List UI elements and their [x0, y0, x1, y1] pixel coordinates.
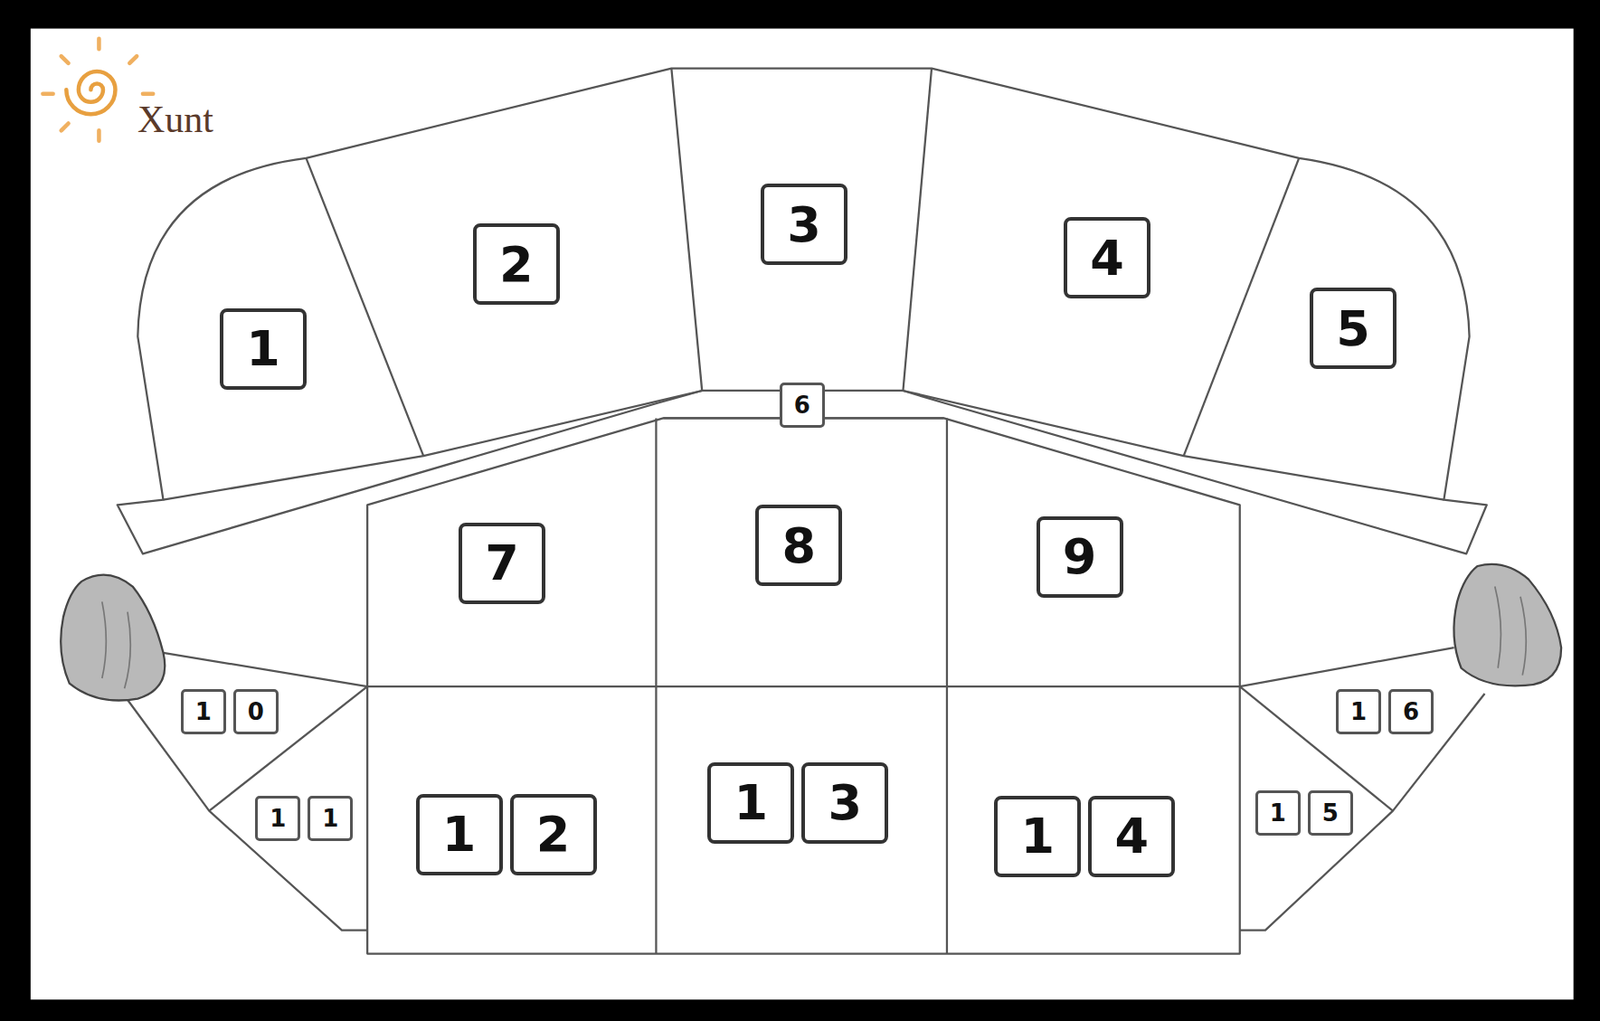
section-label: 3	[760, 183, 848, 266]
section-number: 2	[473, 223, 560, 305]
section-number: 1	[994, 795, 1081, 878]
section-number: 1	[1335, 689, 1382, 735]
section-number: 8	[755, 504, 843, 587]
section-number: 6	[779, 382, 825, 428]
section-label: 1	[219, 308, 307, 390]
section-number: 4	[1088, 795, 1175, 878]
section-label: 6	[779, 382, 825, 428]
section-number: 1	[219, 308, 307, 390]
section-label: 2	[473, 223, 560, 305]
section-label: 14	[994, 795, 1175, 878]
section-label: 9	[1036, 516, 1124, 598]
section-number: 6	[1388, 689, 1434, 735]
section-number: 2	[510, 794, 597, 876]
section-label: 16	[1335, 689, 1434, 735]
section-number: 5	[1309, 287, 1397, 370]
section-label: 7	[458, 522, 546, 605]
section-label: 10	[180, 689, 279, 735]
section-number: 1	[416, 794, 503, 876]
section-label: 4	[1063, 217, 1151, 299]
section-number: 9	[1036, 516, 1124, 598]
section-label: 5	[1309, 287, 1397, 370]
section-label: 8	[755, 504, 843, 587]
section-number: 1	[307, 795, 353, 842]
section-number: 1	[1255, 790, 1301, 836]
section-number: 1	[180, 689, 227, 735]
section-number: 7	[458, 522, 546, 605]
section-number: 3	[801, 762, 889, 844]
section-label: 15	[1255, 790, 1354, 836]
section-number: 1	[255, 795, 301, 842]
section-number: 4	[1063, 217, 1151, 299]
section-number: 0	[233, 689, 279, 735]
logo-sun	[42, 38, 153, 142]
section-label: 11	[255, 795, 353, 842]
section-number: 3	[760, 183, 848, 266]
section-number: 5	[1307, 790, 1354, 836]
section-label: 13	[707, 762, 889, 844]
section-label: 12	[416, 794, 597, 876]
logo-text: Xunt	[137, 97, 214, 142]
section-number: 1	[707, 762, 795, 844]
